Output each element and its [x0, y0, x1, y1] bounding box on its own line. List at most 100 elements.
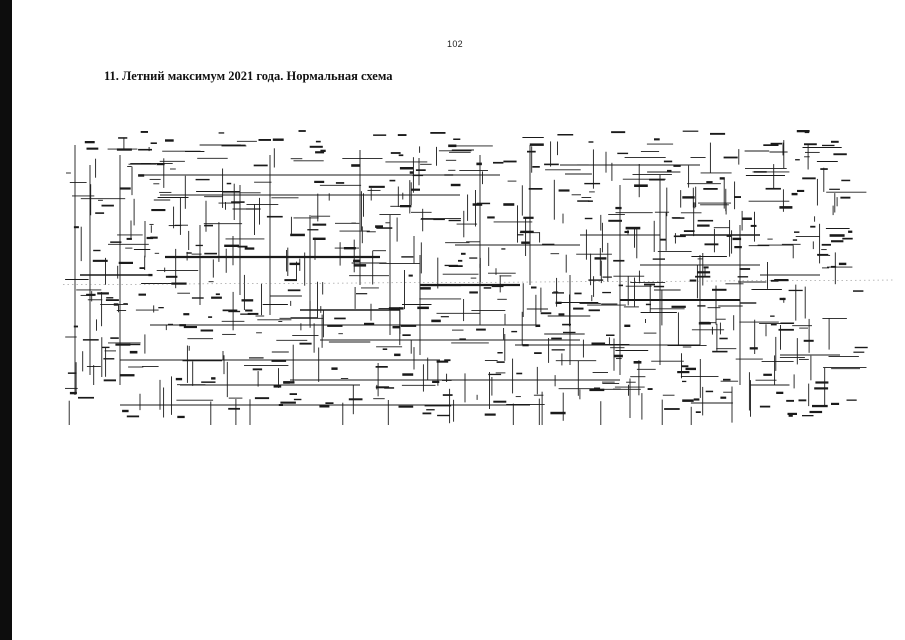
schematic-label-mark: [854, 346, 868, 349]
schematic-label-mark: [392, 326, 400, 329]
schematic-label-mark: [802, 177, 816, 180]
schematic-label-mark: [779, 297, 786, 301]
schematic-label-mark: [644, 283, 655, 286]
schematic-label-mark: [705, 390, 714, 393]
schematic-label-mark: [712, 288, 727, 291]
schematic-label-mark: [442, 379, 452, 381]
schematic-label-mark: [797, 189, 805, 192]
schematic-label-mark: [140, 163, 151, 165]
schematic-label-mark: [591, 342, 606, 345]
schematic-label-mark: [594, 387, 601, 390]
schematic-label-mark: [497, 352, 503, 354]
schematic-label-mark: [488, 373, 502, 376]
schematic-label-mark: [244, 247, 255, 250]
schematic-label-mark: [749, 347, 758, 350]
schematic-label-mark: [119, 374, 135, 377]
schematic-label-mark: [613, 354, 623, 358]
schematic-label-mark: [442, 394, 453, 396]
schematic-label-mark: [431, 319, 441, 323]
schematic-label-mark: [373, 134, 387, 136]
schematic-label-mark: [695, 275, 711, 278]
schematic-label-mark: [200, 329, 214, 332]
schematic-label-mark: [397, 134, 407, 136]
schematic-label-mark: [776, 391, 784, 394]
schematic-label-mark: [804, 143, 817, 146]
schematic-label-mark: [697, 271, 711, 274]
schematic-label-mark: [415, 169, 426, 171]
schematic-label-mark: [681, 365, 689, 368]
schematic-label-mark: [356, 293, 368, 295]
schematic-label-mark: [430, 132, 446, 134]
schematic-label-mark: [552, 292, 564, 294]
schematic-label-mark: [211, 377, 216, 380]
schematic-label-mark: [831, 402, 840, 405]
schematic-label-mark: [798, 399, 807, 402]
schematic-label-mark: [450, 183, 461, 187]
schematic-label-mark: [469, 291, 478, 294]
schematic-label-mark: [521, 241, 530, 244]
schematic-label-mark: [140, 131, 148, 133]
schematic-label-mark: [602, 291, 611, 294]
schematic-label-mark: [458, 259, 463, 262]
schematic-label-mark: [273, 385, 282, 388]
schematic-label-mark: [660, 238, 666, 241]
schematic-label-mark: [765, 187, 781, 190]
schematic-label-mark: [476, 328, 486, 331]
schematic-label-mark: [307, 229, 319, 231]
schematic-label-mark: [712, 350, 728, 353]
schematic-label-mark: [814, 387, 829, 390]
schematic-label-mark: [842, 237, 853, 240]
schematic-label-mark: [542, 243, 555, 246]
schematic-label-mark: [278, 404, 283, 406]
schematic-label-mark: [529, 143, 544, 146]
schematic-label-mark: [589, 388, 605, 392]
schematic-label-mark: [218, 132, 225, 134]
schematic-label-mark: [375, 225, 383, 228]
schematic-label-mark: [737, 276, 749, 278]
schematic-label-mark: [624, 324, 631, 327]
schematic-label-mark: [753, 171, 767, 173]
schematic-label-mark: [401, 256, 414, 258]
schematic-label-mark: [734, 246, 742, 249]
schematic-label-mark: [840, 196, 851, 199]
schematic-label-mark: [398, 405, 414, 408]
schematic-label-mark: [788, 414, 793, 417]
schematic-label-mark: [496, 361, 505, 363]
schematic-label-mark: [689, 279, 697, 282]
schematic-label-mark: [723, 378, 731, 381]
schematic-label-mark: [215, 293, 220, 296]
schematic-label-mark: [183, 313, 190, 316]
schematic-label-mark: [634, 184, 648, 187]
schematic-label-mark: [831, 265, 837, 268]
schematic-label-mark: [682, 399, 694, 402]
schematic-label-mark: [389, 179, 396, 182]
schematic-label-mark: [222, 309, 238, 312]
schematic-label-mark: [195, 178, 210, 181]
schematic-label-mark: [673, 235, 686, 238]
schematic-label-mark: [493, 161, 504, 164]
schematic-label-mark: [503, 203, 515, 206]
schematic-label-mark: [822, 144, 835, 147]
schematic-label-mark: [319, 405, 330, 408]
schematic-label-mark: [573, 307, 584, 310]
schematic-label-mark: [682, 130, 699, 132]
schematic-label-mark: [183, 326, 197, 329]
schematic-label-mark: [113, 303, 118, 306]
schematic-label-mark: [409, 171, 414, 174]
schematic-label-mark: [809, 410, 823, 414]
schematic-label-mark: [695, 411, 701, 413]
schematic-label-mark: [588, 141, 594, 143]
schematic-label-mark: [376, 227, 393, 229]
schematic-label-mark: [703, 266, 709, 269]
schematic-label-mark: [555, 301, 562, 304]
schematic-label-mark: [829, 234, 845, 237]
schematic-label-mark: [516, 372, 523, 375]
schematic-label-mark: [408, 274, 413, 277]
schematic-label-mark: [84, 141, 95, 144]
schematic-label-mark: [846, 399, 857, 401]
schematic-label-mark: [853, 290, 864, 292]
schematic-label-mark: [448, 144, 457, 148]
schematic-label-mark: [351, 164, 361, 167]
schematic-label-mark: [249, 357, 264, 359]
schematic-label-mark: [654, 138, 660, 141]
